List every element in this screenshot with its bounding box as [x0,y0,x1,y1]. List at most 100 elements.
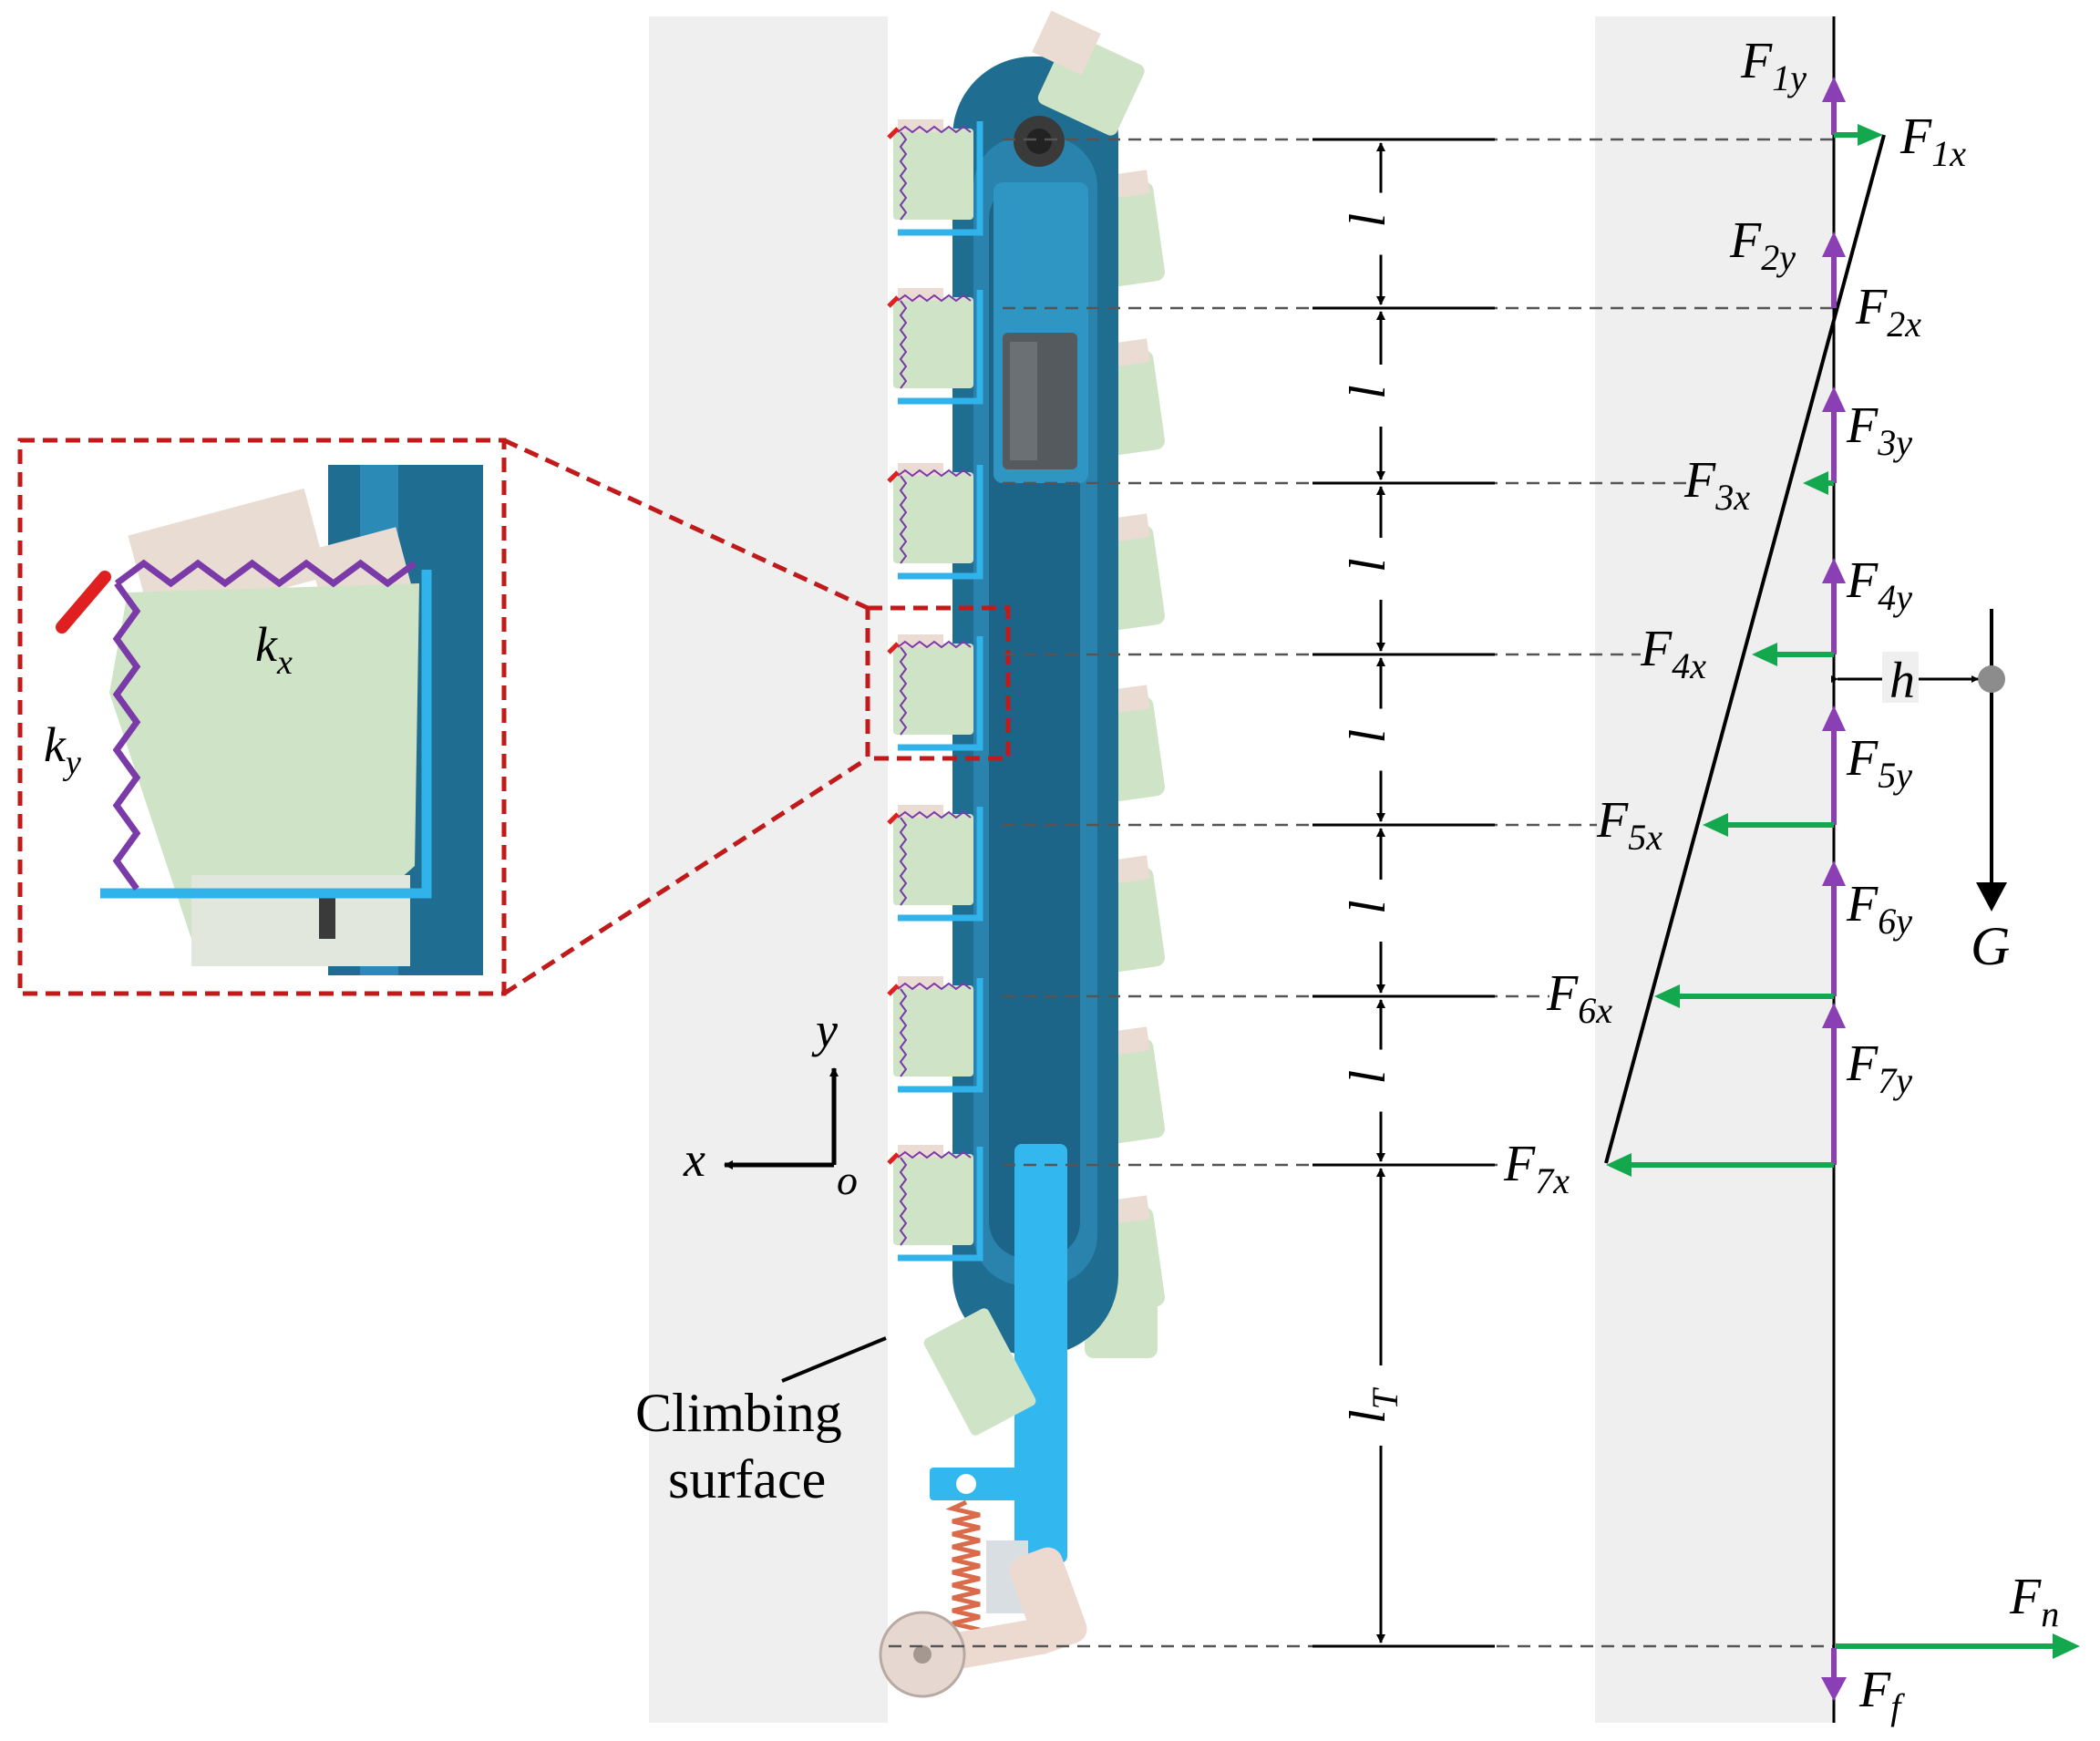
left-pad-spring-x [897,125,972,134]
force-arrows [1606,77,1883,1177]
gravity-arrowhead [1976,882,2007,912]
dimension-label-bg [1350,538,1386,600]
h-label-bg [1882,652,1919,703]
y-axis-label: y [811,1003,838,1057]
inset-hook [56,571,111,634]
left-side-pads [887,119,983,1262]
left-pad-spring-y [899,131,908,221]
left-pad [893,814,973,905]
label-f7x: F7x [1503,1136,1570,1201]
drive-sprocket-hub [1026,129,1052,154]
climbing-surface-leader [781,1336,887,1383]
climbing-surface-label-1: Climbing [635,1383,842,1443]
dimension-label-bg [1350,880,1386,942]
left-pad-hook [887,127,900,139]
left-pad-top [898,288,943,301]
zoom-leader-bottom [502,756,870,996]
zoom-inset: kx ky [20,440,504,994]
right-pad-top [1110,685,1150,714]
zoom-source-box [865,605,1011,761]
label-f1x: F1x [1899,108,1966,174]
left-pad-spring-x [897,1150,972,1159]
right-pad-top [1110,1195,1150,1224]
left-pad-hook [887,1152,900,1165]
force-diagram-panel [1595,16,1834,1723]
left-pad-spring-x [897,294,972,303]
dimension-label-bg [1350,192,1386,255]
ky-label: ky [44,717,81,782]
force-distribution-line [1604,134,1886,1164]
force-x-arrowhead [1703,813,1728,837]
left-pad-spring-y [899,988,908,1077]
left-pad-top [898,463,943,476]
tail-spring [945,1499,981,1633]
tail-lever [1009,1547,1087,1653]
label-f4y: F4y [1846,552,1912,618]
dimension-label-bg [1350,1049,1386,1112]
left-pad-spring-x [897,640,972,649]
label-f2y: F2y [1729,212,1796,278]
force-x-arrowhead [1858,124,1883,146]
force-x-arrowhead [1803,471,1828,495]
left-pad-spring-y [899,300,908,389]
left-pad-top [898,119,943,132]
inset-pad [109,583,419,966]
inset-bracket [100,570,432,899]
left-pad-bracket [898,807,983,922]
left-pad-top [898,634,943,647]
label-f5x: F5x [1596,792,1662,858]
left-pad [893,644,973,735]
dimension-label-l: l [1340,385,1396,399]
left-pad-bracket [898,1147,983,1262]
force-y-arrowhead [1822,860,1846,886]
force-x-arrowhead [1654,984,1680,1008]
right-pad-top [1110,170,1150,199]
label-f7y: F7y [1846,1035,1912,1101]
right-pad-top [1110,855,1150,884]
dimension-label-l: l [1340,1070,1396,1085]
x-axis-label: x [683,1132,705,1187]
force-y-arrowhead [1822,558,1846,583]
motor-cylinder-shade [1010,342,1037,460]
dimension-label-l: l [1340,213,1396,228]
left-pad-bracket [898,121,983,236]
origin-label: o [837,1157,858,1203]
left-pad [893,472,973,563]
zoom-inset-frame [17,438,507,996]
left-pad-spring-y [899,1157,908,1246]
tail-bracket-hole [956,1474,976,1494]
left-pad-bracket [898,465,983,580]
gravity-label: G [1971,916,2010,976]
dimension-label-bg [1350,708,1386,771]
normal-force-label: Fn [2009,1569,2059,1634]
force-y-arrowhead [1822,77,1846,102]
left-pad-spring-y [899,475,908,564]
force-y-arrowhead [1822,1003,1846,1028]
left-pad-top [898,976,943,989]
dimension-label-bg [1344,1365,1392,1446]
bottom-pad [923,1308,1036,1436]
robot-illustration [879,10,1165,1698]
right-pad-top [1110,1026,1150,1056]
force-y-arrowhead [1822,232,1846,257]
label-f4x: F4x [1640,621,1706,686]
left-pad [893,297,973,388]
dimension-label-bg [1350,365,1386,427]
force-y-arrowhead [1822,706,1846,731]
dimension-label-l: l [1340,558,1396,572]
normal-force-arrowhead [2053,1633,2080,1659]
force-y-labels: F1y F2y F3y F4y F5y F6y F7y [1729,33,1912,1101]
left-pad-hook [887,295,900,308]
left-pad-top [898,1145,943,1158]
force-x-arrowhead [1606,1153,1632,1177]
force-x-labels: F1x F2x F3x F4x F5x F6x F7x [1503,108,1966,1201]
h-label: h [1889,653,1915,709]
dimension-label-l: l [1340,729,1396,744]
left-pad-hook [887,812,900,825]
left-pad-spring-x [897,810,972,819]
right-pad-top [1110,338,1150,367]
coordinate-axes: y x o [683,1003,858,1203]
left-pad-bracket [898,290,983,405]
